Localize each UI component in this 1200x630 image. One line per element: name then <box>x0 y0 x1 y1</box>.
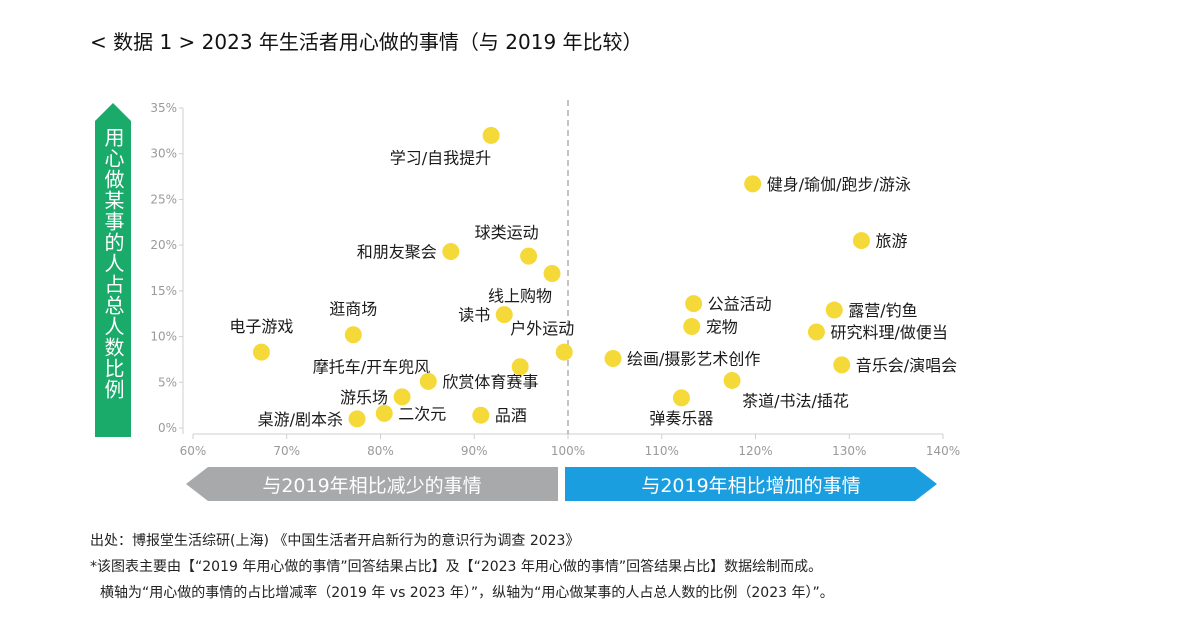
x-tick-label: 90% <box>461 444 488 458</box>
chart-axes: 60% 70% 80% 90% 100% 110% 120% 130% 140% 0% 5% 10% 1… <box>150 100 960 458</box>
x-tick-label: 60% <box>180 444 207 458</box>
data-point <box>685 295 703 313</box>
data-point-label: 逛商场 <box>329 300 377 319</box>
footnote-source: 出处：博报堂生活综研(上海) 《中国生活者开启新行为的意识行为调查 2023》 <box>90 533 580 549</box>
data-point-label: 二次元 <box>398 404 446 423</box>
data-point-label: 品酒 <box>495 406 527 425</box>
data-point-label: 露营/钓鱼 <box>848 301 917 320</box>
y-tick-label: 35% <box>150 101 177 115</box>
y-tick-label: 30% <box>150 147 177 161</box>
x-tick-label: 70% <box>273 444 300 458</box>
data-point-label: 茶道/书法/插花 <box>742 391 849 410</box>
y-tick-label: 20% <box>150 238 177 252</box>
y-tick-label: 5% <box>158 375 177 389</box>
data-point <box>495 306 513 324</box>
x-tick-label: 110% <box>645 444 679 458</box>
data-point-label: 球类运动 <box>475 223 539 242</box>
data-point <box>604 350 622 368</box>
data-point <box>520 247 538 265</box>
y-axis-label-badge: 用心做某事的人占总人数比例 <box>95 103 131 437</box>
increase-arrow: 与2019年相比增加的事情 <box>565 467 937 501</box>
data-point-label: 学习/自我提升 <box>390 148 491 167</box>
data-point-label: 读书 <box>458 306 490 325</box>
y-tick-label: 25% <box>150 192 177 206</box>
data-point <box>744 175 762 193</box>
data-point-label: 健身/瑜伽/跑步/游泳 <box>767 175 911 194</box>
data-point <box>683 318 701 336</box>
x-tick-label: 130% <box>832 444 866 458</box>
data-point-label: 线上购物 <box>488 286 552 305</box>
footnote-axes: 横轴为“用心做的事情的占比增减率（2019 年 vs 2023 年）”，纵轴为“… <box>100 585 834 601</box>
x-tick-label: 120% <box>738 444 772 458</box>
y-tick-label: 0% <box>158 421 177 435</box>
x-tick-label: 80% <box>367 444 394 458</box>
y-axis-label: 用心做某事的人占总人数比例 <box>101 127 125 400</box>
data-point <box>852 232 870 250</box>
data-point-label: 欣赏体育赛事 <box>442 372 538 391</box>
data-point <box>543 264 561 282</box>
data-point-label: 桌游/剧本杀 <box>258 410 343 429</box>
x-tick-label: 140% <box>926 444 960 458</box>
increase-arrow-label: 与2019年相比增加的事情 <box>641 474 861 497</box>
data-point <box>723 371 741 389</box>
data-point-label: 宠物 <box>706 318 738 337</box>
data-point-label: 摩托车/开车兜风 <box>313 358 430 377</box>
data-point <box>442 243 460 261</box>
data-point <box>375 404 393 422</box>
decrease-arrow: 与2019年相比减少的事情 <box>186 467 558 501</box>
data-point <box>472 406 490 424</box>
data-point <box>672 389 690 407</box>
y-tick-label: 10% <box>150 330 177 344</box>
data-point <box>555 343 573 361</box>
data-point <box>807 323 825 341</box>
data-point-label: 弹奏乐器 <box>649 409 713 428</box>
data-point <box>393 388 411 406</box>
y-tick-label: 15% <box>150 284 177 298</box>
decrease-arrow-label: 与2019年相比减少的事情 <box>262 474 482 497</box>
data-point-label: 游乐场 <box>340 388 388 407</box>
data-point-label: 绘画/摄影艺术创作 <box>627 350 760 369</box>
data-point <box>833 356 851 374</box>
data-point <box>344 326 362 344</box>
data-point-label: 电子游戏 <box>229 317 293 336</box>
data-point <box>348 410 366 428</box>
chart-title: < 数据 1 > 2023 年生活者用心做的事情（与 2019 年比较） <box>90 30 643 54</box>
data-point-label: 户外运动 <box>510 319 574 338</box>
data-point-label: 和朋友聚会 <box>357 243 437 262</box>
data-point <box>511 358 529 376</box>
x-tick-label: 100% <box>551 444 585 458</box>
data-point-label: 研究料理/做便当 <box>830 323 947 342</box>
data-point-label: 音乐会/演唱会 <box>856 356 957 375</box>
data-point <box>825 301 843 319</box>
data-point <box>419 372 437 390</box>
footnote-method: *该图表主要由【“2019 年用心做的事情”回答结果占比】及【“2023 年用心… <box>90 559 823 575</box>
data-point-label: 公益活动 <box>708 295 772 314</box>
data-point <box>482 126 500 144</box>
data-point-label: 旅游 <box>875 232 907 251</box>
data-point <box>252 343 270 361</box>
